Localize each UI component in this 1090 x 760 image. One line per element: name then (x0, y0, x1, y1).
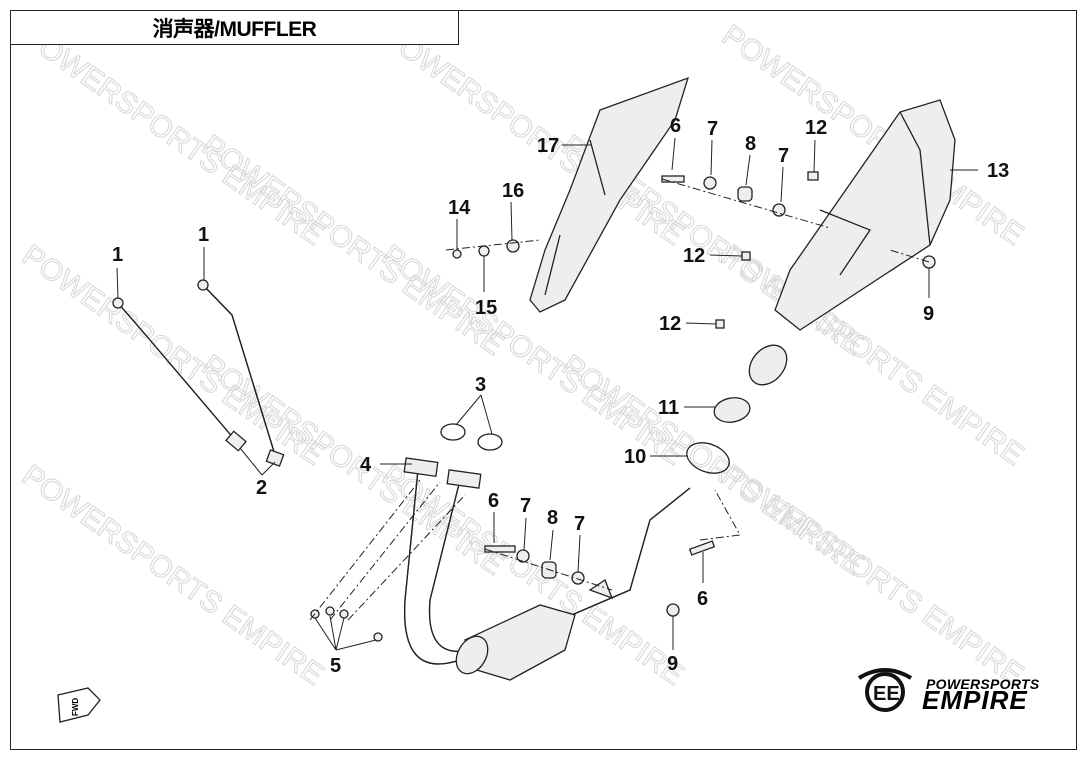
callout-14: 14 (448, 197, 471, 219)
callout-3: 3 (475, 374, 486, 396)
callout-8: 8 (547, 507, 558, 529)
callout-9: 9 (667, 653, 678, 675)
fwd-arrow-icon: FWD (57, 687, 101, 723)
callout-17: 17 (537, 135, 559, 157)
callout-1: 1 (112, 244, 123, 266)
callout-6: 6 (488, 490, 499, 512)
brand-logo: POWERSPORTS EMPIRE (862, 670, 1062, 714)
callout-7: 7 (707, 118, 718, 140)
gasket-3b (477, 433, 503, 451)
callout-6: 6 (670, 115, 681, 137)
watermark-text: POWERSPORTS EMPIRE (196, 129, 509, 362)
center-lines (309, 178, 930, 621)
logo-emblem-icon: EE (857, 668, 913, 712)
watermark-text: POWERSPORTS EMPIRE (16, 239, 329, 472)
callout-10: 10 (624, 446, 646, 468)
callout-12: 12 (805, 117, 827, 139)
callout-12: 12 (659, 313, 681, 335)
leader-lines (116, 137, 978, 651)
logo-line1: POWERSPORTS (926, 676, 1040, 692)
heat-shield (529, 76, 690, 313)
fwd-label: FWD (71, 698, 80, 716)
callout-13: 13 (987, 160, 1009, 182)
callout-7: 7 (520, 495, 531, 517)
title-text: 消声器/MUFFLER (152, 17, 317, 41)
muffler (774, 99, 956, 331)
callout-5: 5 (330, 655, 341, 677)
callout-12: 12 (683, 245, 705, 267)
callout-2: 2 (256, 477, 267, 499)
heat-shield-detail (544, 139, 606, 296)
callout-15: 15 (475, 297, 497, 319)
oxygen-sensors (112, 279, 285, 467)
page-title: 消声器/MUFFLER (10, 10, 459, 45)
callout-9: 9 (923, 303, 934, 325)
callout-11: 11 (658, 397, 679, 419)
gasket-11 (713, 397, 751, 423)
callout-16: 16 (502, 180, 524, 202)
exhaust-header (403, 457, 691, 681)
callout-7: 7 (574, 513, 585, 535)
muffler-detail (819, 111, 931, 276)
svg-text:EE: EE (873, 683, 900, 705)
logo-line2: EMPIRE (922, 685, 1028, 715)
drawing-frame (10, 10, 1077, 750)
callout-6: 6 (697, 588, 708, 610)
callout-1: 1 (198, 224, 209, 246)
callout-8: 8 (745, 133, 756, 155)
clamp-10 (686, 442, 730, 474)
muffler-inlet (748, 344, 788, 386)
callout-4: 4 (360, 454, 372, 476)
watermark-text: POWERSPORTS EMPIRE (16, 459, 329, 692)
gasket-3a (440, 423, 466, 441)
callout-7: 7 (778, 145, 789, 167)
watermark-text: POWERSPORTS EMPIRE (16, 19, 329, 252)
watermark-text: POWERSPORTS EMPIRE (196, 349, 509, 582)
